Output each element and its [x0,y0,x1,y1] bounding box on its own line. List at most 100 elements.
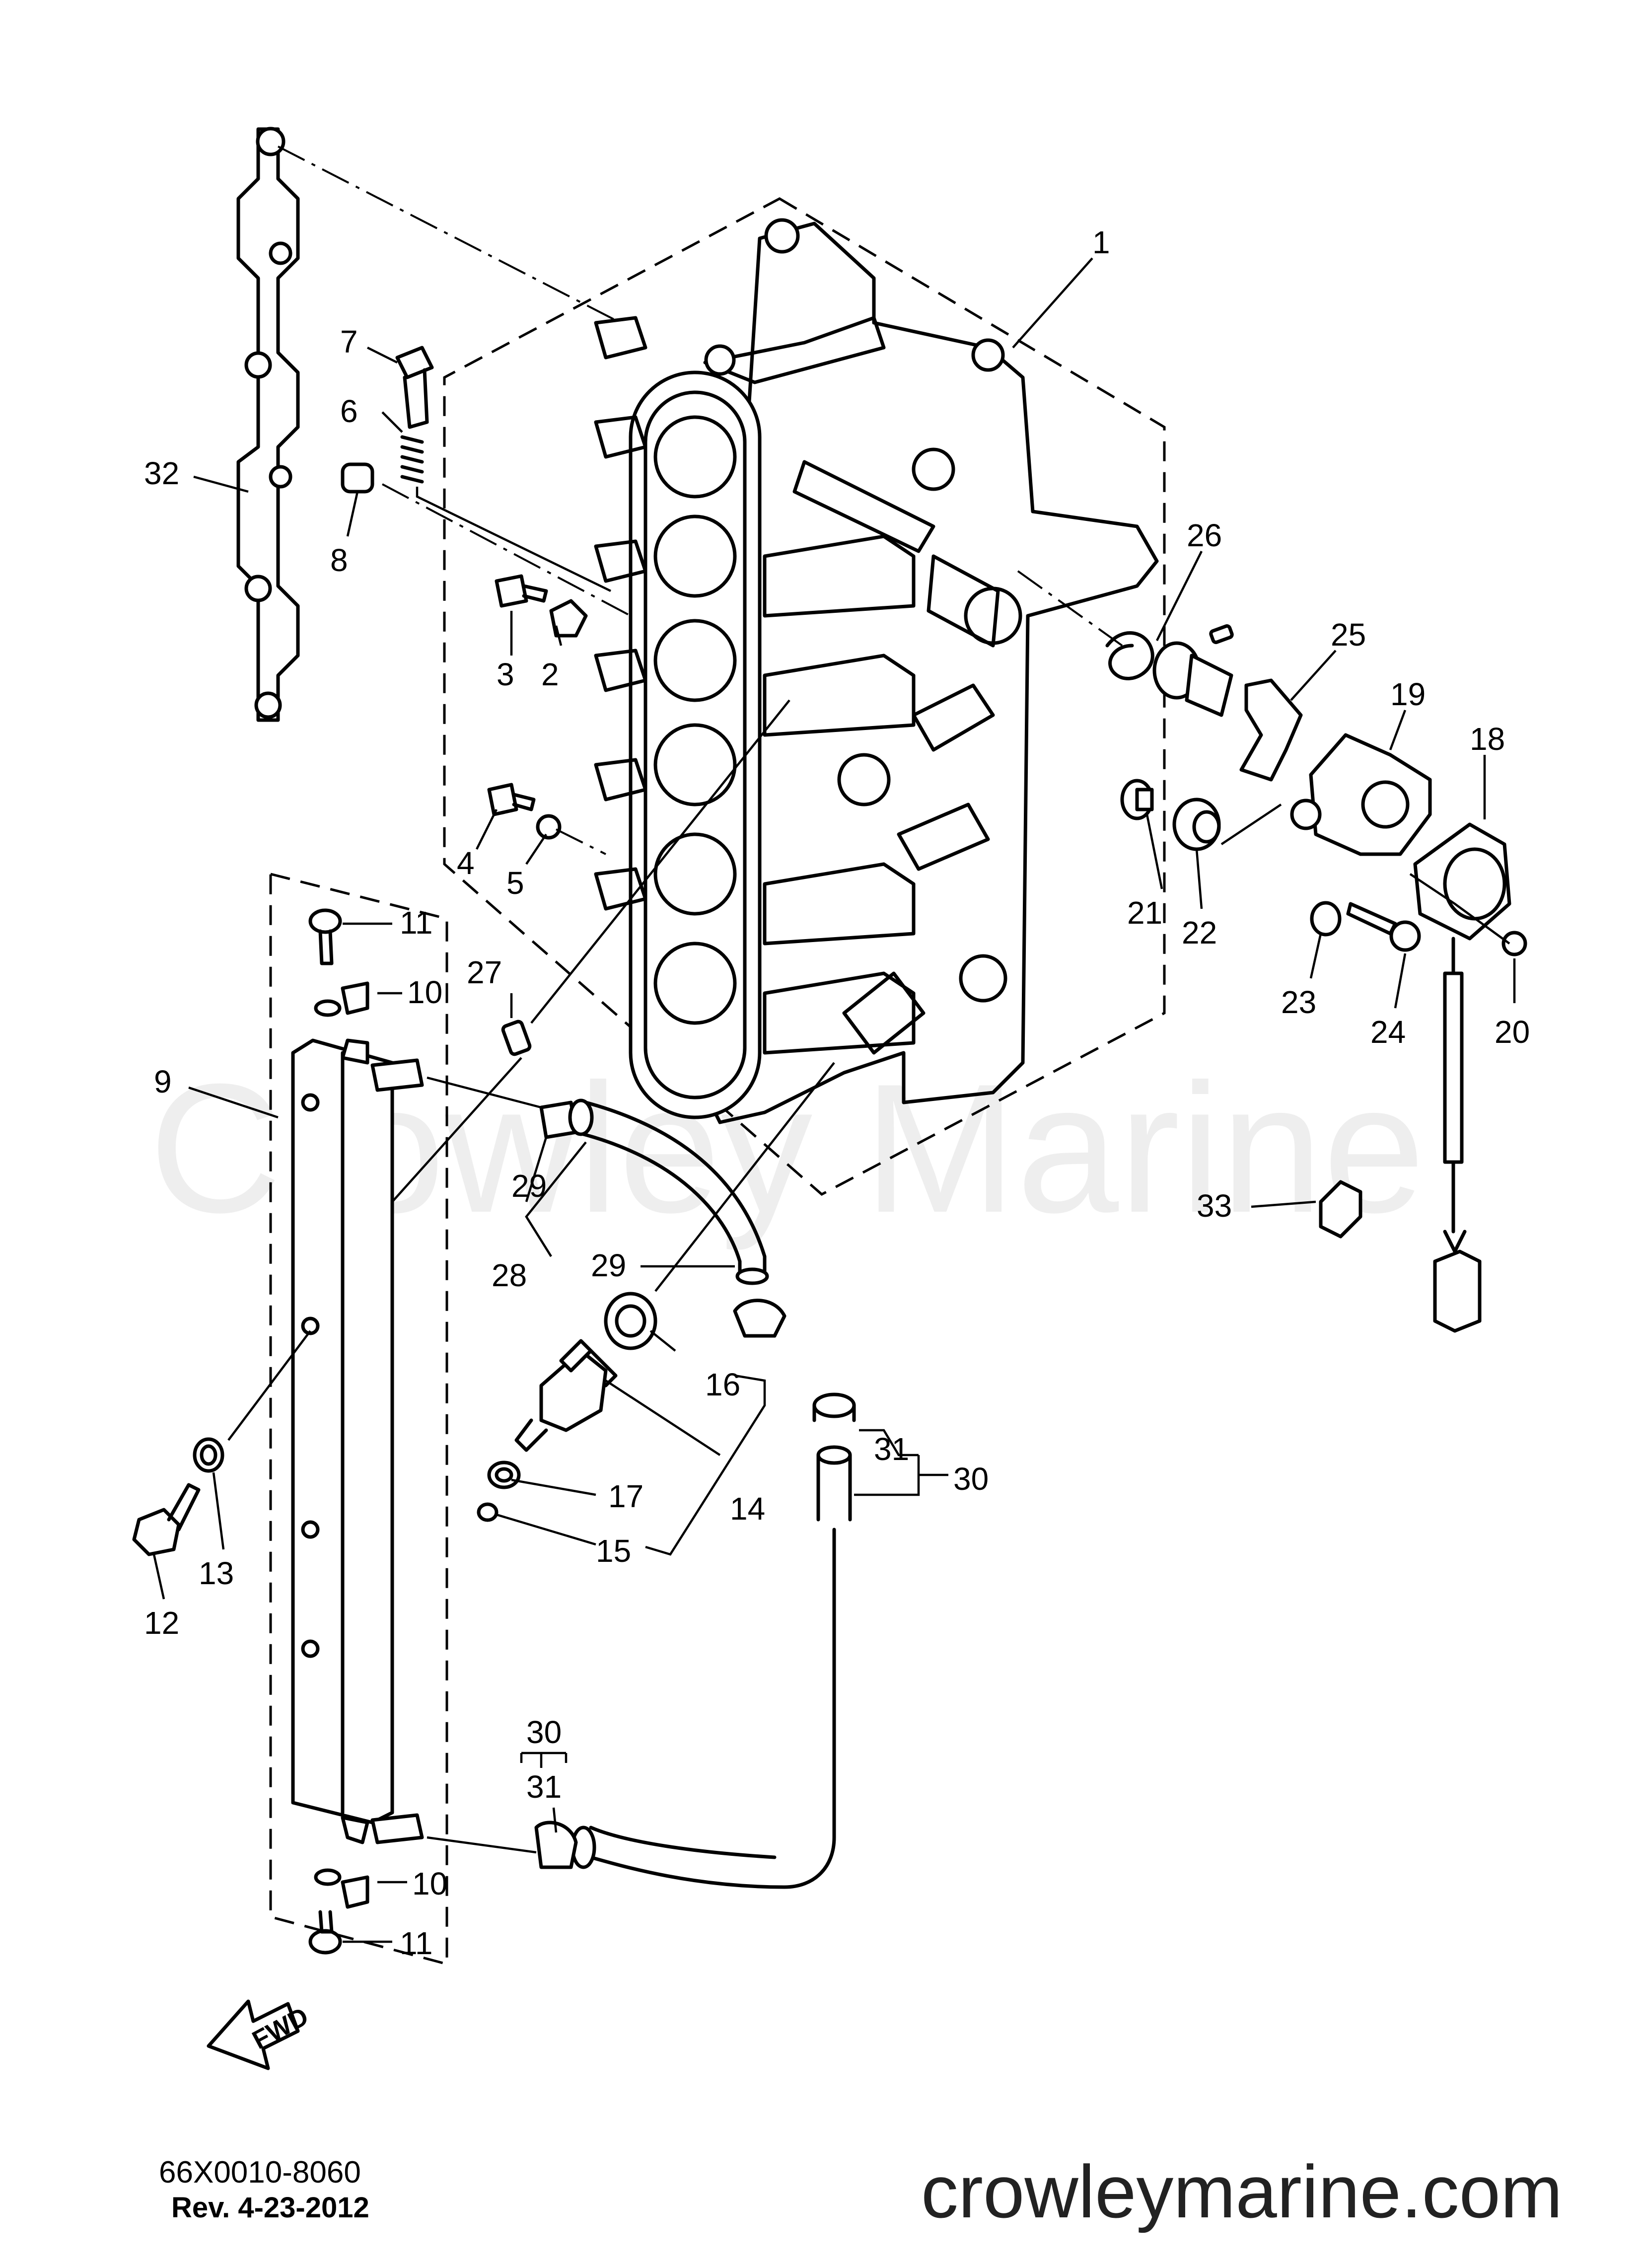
leader-13 [212,1472,225,1550]
assembly-line-15 [496,1513,596,1546]
leader-19 [1389,710,1407,750]
leader-31a [859,1429,919,1457]
seal-part-17 [487,1461,521,1489]
leader-16 [649,1330,676,1352]
callout-7: 7 [340,324,358,360]
bracket-14 [645,1374,766,1556]
clamp-part-31-top [812,1392,856,1422]
leader-2 [555,625,563,646]
callout-13: 13 [199,1555,234,1591]
callout-31-top: 31 [874,1431,909,1467]
leader-29a [525,1137,548,1202]
washer-part-23 [1310,901,1342,937]
callout-17: 17 [608,1478,643,1514]
spring-part-26 [1105,631,1154,680]
lever-part-25 [1239,678,1303,782]
callout-10-top: 10 [407,974,442,1010]
sleeve-part-27 [501,1020,532,1056]
assembly-line-27b [530,699,790,1024]
callout-31-bottom: 31 [526,1769,562,1805]
assembly-line-29 [427,1076,542,1109]
screw-part-11-bottom [308,1910,342,1955]
leader-28 [525,1141,587,1257]
clamp-part-31-bottom [534,1821,578,1869]
clip-part-33 [1319,1180,1362,1239]
bushing-part-21 [1120,779,1154,820]
callout-2: 2 [541,657,559,692]
callout-29-bottom: 29 [591,1247,626,1283]
linkage-bar-part-32 [236,127,300,722]
website-text: crowleymarine.com [921,2150,1563,2233]
screw-part-11-top [308,908,342,965]
callout-22: 22 [1182,915,1217,951]
callout-11-bottom: 11 [400,1925,432,1961]
bushing-part-22 [1172,798,1221,851]
clip-part-10-top [314,981,369,1017]
leader-6 [381,411,403,433]
assembly-line-5 [556,828,606,855]
callout-14: 14 [730,1491,765,1527]
throttle-body-part-1 [594,218,1159,1124]
sensor-bracket-part-19 [1290,733,1432,856]
leader-8 [346,491,359,537]
part-number: 66X0010-8060 [159,2155,361,2190]
assembly-line-13 [227,1330,311,1441]
callout-21: 21 [1127,895,1162,931]
assembly-line-8 [382,483,631,617]
callout-8: 8 [330,542,348,578]
nut-part-2 [549,599,588,638]
leader-12 [152,1554,165,1600]
bracket-30b [520,1752,568,1768]
assembly-line-6 [416,487,611,592]
leader-14 [605,1380,721,1456]
callout-26: 26 [1187,517,1222,553]
spring-part-6 [400,435,424,484]
screw-part-3 [495,574,548,608]
leader-1 [1012,257,1093,349]
leader-31b [552,1807,558,1833]
callout-1: 1 [1092,224,1110,260]
callout-6: 6 [340,393,358,429]
callout-3: 3 [497,657,514,692]
screw-part-4 [487,783,536,816]
hose-part-28 [568,1098,769,1285]
callout-19: 19 [1390,676,1426,712]
callout-33: 33 [1197,1188,1232,1224]
callout-24: 24 [1370,1014,1406,1050]
leader-9 [188,1086,279,1119]
throttle-body-boundary [443,197,1166,1196]
grommet-part-16 [604,1292,657,1350]
callout-32: 32 [144,455,179,491]
leader-5 [525,833,547,865]
callout-23: 23 [1281,984,1316,1020]
callout-28: 28 [492,1257,527,1293]
callout-30-top: 30 [953,1461,989,1497]
leader-22 [1195,849,1203,909]
leader-24 [1394,953,1407,1009]
assembly-line-26 [1017,570,1123,647]
callout-11-top: 11 [400,905,432,941]
clip-part-10-bottom [314,1868,369,1909]
callout-15: 15 [596,1533,631,1569]
callout-16: 16 [705,1367,740,1402]
screw-part-24 [1346,902,1421,952]
leader-25 [1290,650,1337,701]
bracket-30a [854,1455,948,1496]
leader-26 [1155,550,1203,642]
leader-21 [1145,814,1163,889]
leader-4 [475,808,498,850]
callout-25: 25 [1331,617,1366,653]
bolt-part-12 [132,1483,201,1556]
callout-10-bottom: 10 [412,1866,447,1902]
throttle-sensor-part-18 [1413,822,1511,1333]
assembly-line-32 [278,146,621,324]
assembly-line-16 [654,1062,835,1292]
fwd-arrow-icon: FWD [207,1999,313,2070]
o-ring-part-15 [477,1502,499,1522]
pin-part-26 [1209,624,1234,644]
screw-part-20 [1501,931,1527,956]
callout-12: 12 [144,1605,179,1641]
callout-5: 5 [506,865,524,901]
assembly-line-31 [427,1836,537,1854]
